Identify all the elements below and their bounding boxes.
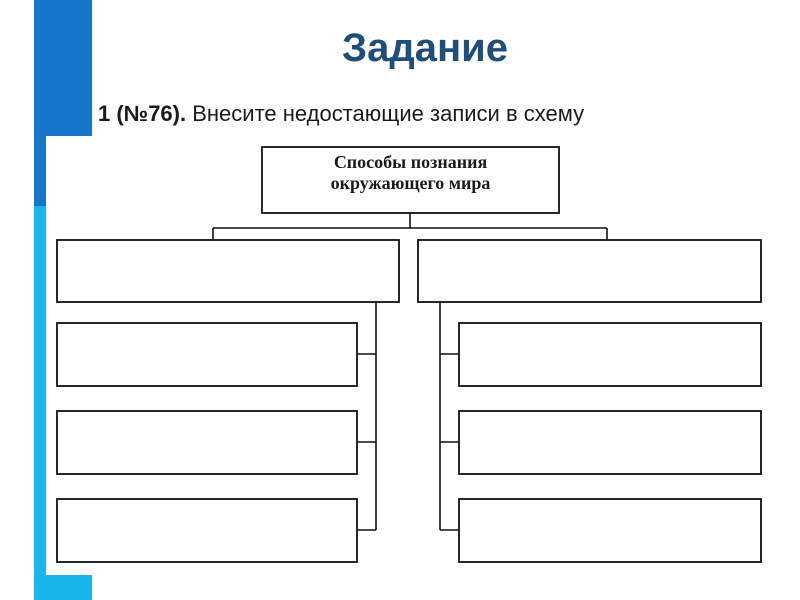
decor-bar-inner-light [46, 575, 92, 600]
right-branch-box[interactable] [417, 239, 762, 303]
right-item-box-2[interactable] [458, 410, 762, 475]
task-number: 1 (№76). [98, 101, 187, 126]
left-item-box-2[interactable] [56, 410, 358, 475]
root-label: Способы познания окружающего мира [263, 152, 558, 194]
left-branch-box[interactable] [56, 239, 400, 303]
left-item-box-1[interactable] [56, 322, 358, 387]
root-label-line-1: Способы познания [333, 152, 488, 172]
task-text: Внесите недостающие записи в схему [186, 101, 585, 126]
root-label-line-2: окружающего мира [330, 173, 491, 193]
decor-bar-inner-dark [46, 0, 92, 136]
boxes [56, 146, 762, 563]
root-box [261, 146, 560, 214]
left-item-box-3[interactable] [56, 498, 358, 563]
slide-title: Задание [342, 26, 508, 70]
task-line: 1 (№76). Внесите недостающие записи в сх… [98, 100, 584, 128]
right-item-box-3[interactable] [458, 498, 762, 563]
right-item-box-1[interactable] [458, 322, 762, 387]
connectors [212, 213, 608, 531]
decor-bar-outer-light [34, 206, 46, 600]
decor-bar-outer-dark [34, 0, 46, 206]
